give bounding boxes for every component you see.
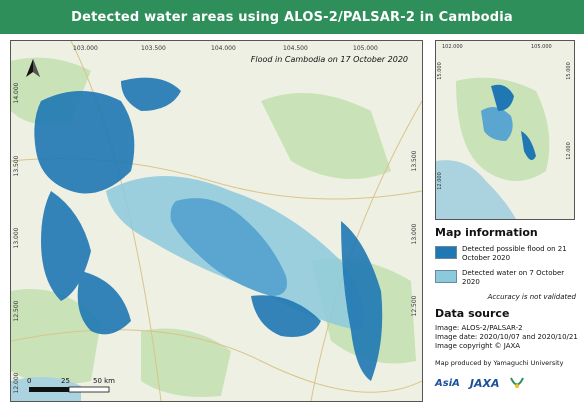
main-map-canvas: 103.000 103.500 104.000 104.500 105.000 …: [10, 40, 423, 402]
scale-end: 50 km: [93, 377, 115, 385]
legend-swatch-flood: [435, 246, 457, 259]
inset-tick-top-1: 105.000: [531, 44, 552, 50]
inset-tick-right-1: 12.000: [566, 142, 572, 160]
tick-right-2: 12.500: [411, 295, 418, 316]
data-source-line: Image copyright © JAXA: [435, 342, 521, 350]
inset-tick-top-0: 102.000: [442, 44, 463, 50]
tick-right-1: 13.000: [411, 223, 418, 244]
produced-by: Map produced by Yamaguchi University: [435, 359, 564, 367]
flood-areas: [34, 77, 383, 381]
tick-top-2: 104.000: [211, 45, 236, 52]
inset-flood-2: [521, 131, 536, 160]
tick-left-3: 12.500: [13, 300, 20, 321]
tick-left-0: 14.000: [13, 82, 20, 103]
data-source-line: Image date: 2020/10/07 and 2020/10/21: [435, 333, 578, 341]
north-arrow-icon: [26, 59, 40, 77]
tick-left-2: 13.000: [13, 227, 20, 248]
scale-mid: 25: [61, 377, 70, 385]
inset-map[interactable]: 102.000 105.000 15.000 12.000 15.000 12.…: [435, 40, 575, 220]
yamaguchi-logo-icon: [510, 377, 525, 388]
inset-flood: [491, 84, 514, 111]
data-source-lines: Image: ALOS-2/PALSAR-2 Image date: 2020/…: [435, 324, 580, 351]
tick-right-0: 13.500: [411, 150, 418, 171]
logos-row: AsiA JAXA: [435, 375, 580, 391]
jaxa-logo: JAXA: [469, 376, 500, 390]
tick-top-0: 103.000: [73, 45, 98, 52]
accuracy-note: Accuracy is not validated: [487, 293, 576, 301]
tick-top-3: 104.500: [283, 45, 308, 52]
legend-item-flood: Detected possible flood on 21 October 20…: [435, 245, 580, 263]
scale-zero: 0: [27, 377, 31, 385]
inset-tick-right-0: 15.000: [566, 62, 572, 80]
map-subtitle: Flood in Cambodia on 17 October 2020: [251, 55, 408, 64]
data-source-heading: Data source: [435, 307, 510, 320]
inset-tick-left-0: 15.000: [437, 62, 443, 80]
legend-heading: Map information: [435, 226, 538, 239]
inset-lake: [481, 107, 513, 141]
legend-item-water: Detected water on 7 October 2020: [435, 269, 580, 287]
legend-swatch-water: [435, 270, 457, 283]
tick-left-4: 12.000: [13, 372, 20, 393]
inset-tick-left-1: 12.000: [437, 172, 443, 190]
info-panel: Map information Detected possible flood …: [435, 226, 580, 391]
data-source-line: Image: ALOS-2/PALSAR-2: [435, 324, 523, 332]
tick-top-4: 105.000: [353, 45, 378, 52]
tick-top-1: 103.500: [141, 45, 166, 52]
tick-left-1: 13.500: [13, 155, 20, 176]
inset-map-canvas: 102.000 105.000 15.000 12.000 15.000 12.…: [436, 41, 574, 219]
asia-logo: AsiA: [435, 377, 460, 389]
legend-label-water: Detected water on 7 October 2020: [462, 269, 565, 286]
main-map[interactable]: 103.000 103.500 104.000 104.500 105.000 …: [10, 40, 423, 402]
legend-label-flood: Detected possible flood on 21 October 20…: [462, 245, 567, 262]
tonle-sap-lake: [170, 198, 287, 296]
inset-sea: [436, 160, 516, 219]
scale-bar: 0 25 50 km: [27, 377, 115, 393]
title-bar: Detected water areas using ALOS-2/PALSAR…: [0, 0, 584, 34]
map-title: Detected water areas using ALOS-2/PALSAR…: [71, 9, 513, 25]
